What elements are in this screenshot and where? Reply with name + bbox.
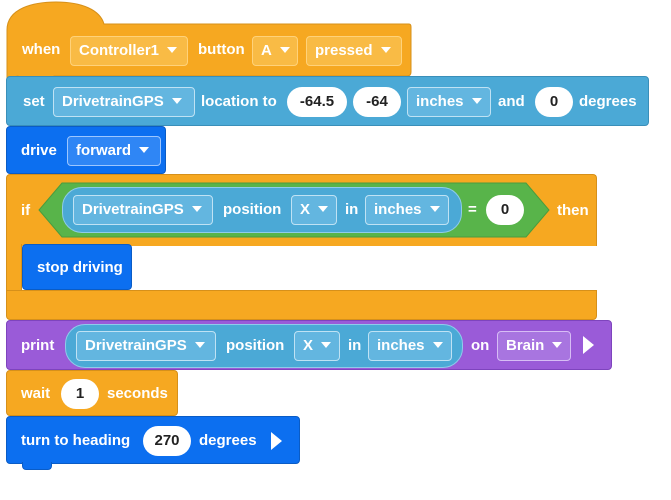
print-block[interactable]: print DrivetrainGPS position X in inches… xyxy=(6,320,612,370)
set-sensor-value: DrivetrainGPS xyxy=(62,93,164,110)
print-units-dropdown[interactable]: inches xyxy=(368,331,452,361)
controller-dropdown[interactable]: Controller1 xyxy=(70,36,188,66)
set-label: set xyxy=(23,93,45,110)
if-axis-dropdown[interactable]: X xyxy=(291,195,337,225)
turn-degrees-label: degrees xyxy=(199,432,257,449)
if-in-label: in xyxy=(345,201,359,218)
chevron-down-icon xyxy=(191,206,202,213)
when-label: when xyxy=(22,41,61,58)
equals-operator-block[interactable]: DrivetrainGPS position X in inches = 0 xyxy=(38,182,550,238)
button-dropdown[interactable]: A xyxy=(252,36,298,66)
turn-to-heading-label: turn to heading xyxy=(21,432,131,449)
controller-value: Controller1 xyxy=(79,42,160,59)
button-label: button xyxy=(198,41,245,58)
print-label: print xyxy=(21,337,55,354)
chevron-down-icon xyxy=(380,47,391,54)
set-location-block[interactable]: set DrivetrainGPS location to -64.5 -64 … xyxy=(6,76,649,126)
then-label: then xyxy=(557,202,589,219)
print-units-value: inches xyxy=(377,337,425,354)
if-sensor-value: DrivetrainGPS xyxy=(82,201,184,218)
print-sensor-dropdown[interactable]: DrivetrainGPS xyxy=(76,331,216,361)
action-dropdown[interactable]: pressed xyxy=(306,36,402,66)
print-in-label: in xyxy=(348,337,362,354)
if-block-foot xyxy=(6,290,597,320)
heading-value-input[interactable]: 270 xyxy=(143,426,191,456)
wait-label: wait xyxy=(21,385,51,402)
print-position-reporter[interactable]: DrivetrainGPS position X in inches xyxy=(65,324,463,368)
and-label: and xyxy=(498,93,525,110)
wait-value-input[interactable]: 1 xyxy=(61,379,99,409)
chevron-down-icon xyxy=(429,206,440,213)
compare-value-input[interactable]: 0 xyxy=(486,195,524,225)
if-block-arm xyxy=(6,244,22,292)
print-target-dropdown[interactable]: Brain xyxy=(497,331,571,361)
chevron-down-icon xyxy=(471,98,482,105)
expand-arrow-icon[interactable] xyxy=(271,432,282,450)
chevron-down-icon xyxy=(552,342,563,349)
location-x-input[interactable]: -64.5 xyxy=(287,87,347,117)
chevron-down-icon xyxy=(279,47,290,54)
stop-driving-label: stop driving xyxy=(37,259,123,276)
seconds-label: seconds xyxy=(107,385,168,402)
if-axis-value: X xyxy=(300,201,311,218)
direction-dropdown[interactable]: forward xyxy=(67,136,161,166)
if-position-reporter[interactable]: DrivetrainGPS position X in inches xyxy=(62,187,462,233)
chevron-down-icon xyxy=(194,342,205,349)
chevron-down-icon xyxy=(318,206,329,213)
if-label: if xyxy=(21,202,31,219)
degrees-label: degrees xyxy=(579,93,637,110)
chevron-down-icon xyxy=(432,342,443,349)
action-value: pressed xyxy=(315,42,373,59)
print-axis-value: X xyxy=(303,337,314,354)
chevron-down-icon xyxy=(171,98,182,105)
print-target-value: Brain xyxy=(506,337,545,354)
if-sensor-dropdown[interactable]: DrivetrainGPS xyxy=(73,195,213,225)
stop-driving-block[interactable]: stop driving xyxy=(22,244,132,290)
heading-input[interactable]: 0 xyxy=(535,87,573,117)
expand-arrow-icon[interactable] xyxy=(583,336,594,354)
wait-block[interactable]: wait 1 seconds xyxy=(6,370,178,416)
chevron-down-icon xyxy=(167,47,178,54)
set-units-value: inches xyxy=(416,93,464,110)
turn-to-heading-block[interactable]: turn to heading 270 degrees xyxy=(6,416,300,464)
location-y-input[interactable]: -64 xyxy=(353,87,401,117)
set-units-dropdown[interactable]: inches xyxy=(407,87,491,117)
chevron-down-icon xyxy=(321,342,332,349)
location-to-label: location to xyxy=(201,93,277,110)
on-label: on xyxy=(471,337,490,354)
print-position-label: position xyxy=(226,337,285,354)
set-sensor-dropdown[interactable]: DrivetrainGPS xyxy=(53,87,195,117)
drive-block[interactable]: drive forward xyxy=(6,126,166,174)
print-axis-dropdown[interactable]: X xyxy=(294,331,340,361)
if-units-value: inches xyxy=(374,201,422,218)
turn-block-notch xyxy=(22,462,52,470)
print-sensor-value: DrivetrainGPS xyxy=(85,337,187,354)
chevron-down-icon xyxy=(139,147,150,154)
when-block[interactable]: when Controller1 button A pressed xyxy=(4,24,411,76)
direction-value: forward xyxy=(76,142,132,159)
drive-label: drive xyxy=(21,142,57,159)
if-position-label: position xyxy=(223,201,282,218)
button-value: A xyxy=(261,42,272,59)
if-units-dropdown[interactable]: inches xyxy=(365,195,449,225)
equals-operator-label: = xyxy=(468,201,477,218)
